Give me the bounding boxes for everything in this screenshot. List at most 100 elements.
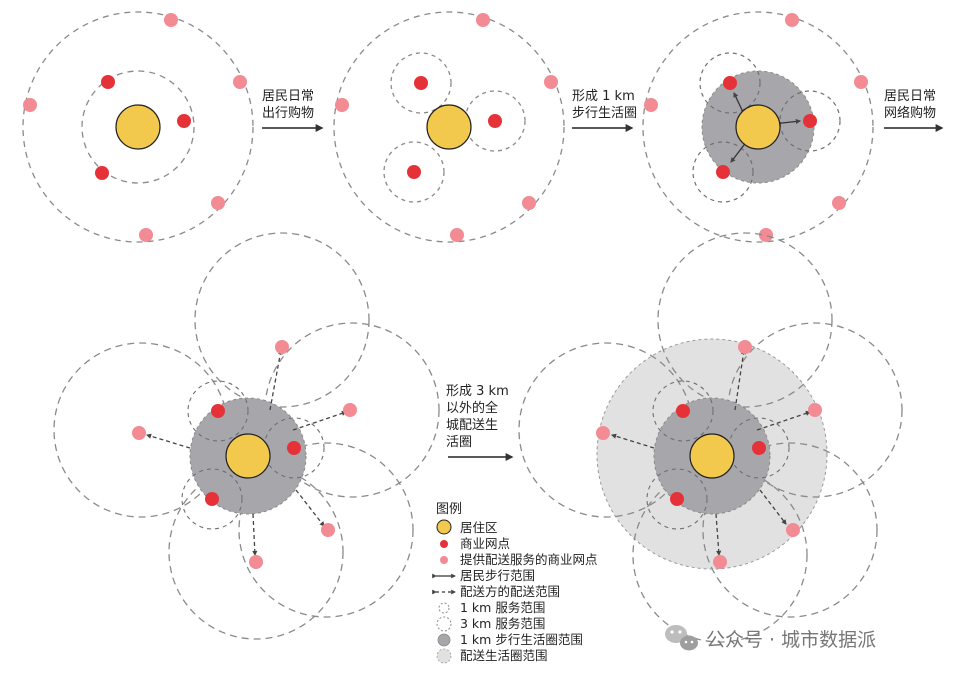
legend-label-walk-circle: 1 km 步行生活圈范围 bbox=[460, 632, 583, 647]
delivery-commercial-point bbox=[343, 403, 357, 417]
watermark: 公众号 · 城市数据派 bbox=[665, 625, 876, 651]
wechat-icon bbox=[665, 625, 698, 651]
step-label-3-line-1: 居民日常 bbox=[884, 89, 936, 104]
delivery-commercial-point bbox=[321, 523, 335, 537]
delivery-commercial-point bbox=[476, 13, 490, 27]
residential-area bbox=[735, 104, 781, 150]
delivery-commercial-point bbox=[785, 13, 799, 27]
residential-area bbox=[225, 433, 271, 479]
legend-label-delivery-range: 配送方的配送范围 bbox=[460, 584, 560, 599]
1km-service-ring bbox=[699, 52, 761, 114]
1km-service-ring bbox=[652, 380, 714, 442]
step-arrow-4: 形成 3 km 以外的全 城配送生 活圈 bbox=[446, 384, 514, 461]
delivery-commercial-point bbox=[759, 228, 773, 242]
step-label-1-line-1: 居民日常 bbox=[262, 89, 314, 104]
delivery-range-arrow bbox=[756, 410, 811, 431]
delivery-commercial-point bbox=[596, 426, 610, 440]
panel-5-citywide-delivery bbox=[518, 232, 903, 643]
legend-label-delivery-commercial: 提供配送服务的商业网点 bbox=[460, 552, 598, 567]
commercial-point bbox=[716, 165, 730, 179]
delivery-commercial-point bbox=[275, 340, 289, 354]
step-label-2-line-2: 步行生活圈 bbox=[572, 106, 637, 121]
delivery-range-arrow bbox=[734, 348, 746, 411]
legend-swatch-3km-service bbox=[436, 616, 452, 632]
1km-service-ring bbox=[390, 52, 452, 114]
step-label-2-line-1: 形成 1 km bbox=[572, 89, 635, 104]
legend-swatch-residential bbox=[436, 519, 452, 535]
1km-service-ring bbox=[263, 417, 325, 479]
legend-label-delivery-circle: 配送生活圈范围 bbox=[460, 648, 548, 663]
commercial-point bbox=[670, 492, 684, 506]
delivery-commercial-point bbox=[132, 426, 146, 440]
delivery-commercial-point bbox=[738, 340, 752, 354]
delivery-commercial-point bbox=[233, 75, 247, 89]
walking-range-arrow bbox=[733, 92, 747, 115]
3km-service-ring bbox=[264, 322, 440, 498]
1km-service-ring bbox=[187, 380, 249, 442]
panel-2-walking-circle-forming bbox=[333, 11, 565, 243]
delivery-commercial-point bbox=[713, 555, 727, 569]
commercial-point bbox=[414, 76, 428, 90]
delivery-range-arrow bbox=[295, 489, 325, 527]
panel-1-daily-shopping bbox=[22, 11, 254, 243]
delivery-commercial-point bbox=[786, 523, 800, 537]
commercial-point bbox=[287, 441, 301, 455]
legend-swatch-1km-service bbox=[438, 602, 450, 614]
walking-range-arrow bbox=[777, 118, 802, 127]
delivery-range-arrow bbox=[611, 433, 655, 449]
legend-label-residential: 居住区 bbox=[460, 520, 498, 535]
delivery-commercial-point bbox=[249, 555, 263, 569]
1km-service-ring bbox=[81, 70, 195, 184]
delivery-range-arrow bbox=[146, 433, 191, 449]
1km-service-ring bbox=[464, 90, 526, 152]
step-label-4-line-1: 形成 3 km bbox=[446, 384, 509, 399]
step-label-1-line-2: 出行购物 bbox=[262, 105, 314, 121]
delivery-commercial-point bbox=[854, 75, 868, 89]
delivery-commercial-point bbox=[522, 196, 536, 210]
1km-service-ring bbox=[779, 90, 841, 152]
1km-service-ring bbox=[646, 468, 708, 530]
delivery-range-arrow bbox=[759, 489, 787, 525]
commercial-point bbox=[205, 492, 219, 506]
3km-service-ring bbox=[333, 11, 565, 243]
commercial-point bbox=[177, 114, 191, 128]
commercial-point bbox=[488, 114, 502, 128]
delivery-commercial-point bbox=[544, 75, 558, 89]
step-label-4-line-4: 活圈 bbox=[446, 435, 472, 450]
commercial-point bbox=[723, 76, 737, 90]
legend-label-walk-range: 居民步行范围 bbox=[460, 568, 535, 583]
step-arrow-2: 形成 1 km 步行生活圈 bbox=[572, 89, 637, 132]
3km-service-ring bbox=[702, 442, 878, 618]
delivery-commercial-point bbox=[832, 196, 846, 210]
commercial-point bbox=[676, 404, 690, 418]
delivery-commercial-point bbox=[211, 196, 225, 210]
legend: 图例 居住区 商业网点 提供配送服务的商业网点 居民步行范围 配送方的配送范围 … bbox=[432, 502, 598, 664]
legend-label-commercial: 商业网点 bbox=[460, 536, 510, 551]
1km-service-ring bbox=[181, 468, 243, 530]
3km-service-ring bbox=[238, 442, 414, 618]
3km-service-ring bbox=[194, 232, 370, 408]
3km-service-ring bbox=[657, 232, 833, 408]
legend-label-3km-service: 3 km 服务范围 bbox=[460, 616, 545, 631]
delivery-commercial-point bbox=[164, 13, 178, 27]
commercial-point bbox=[752, 441, 766, 455]
delivery-commercial-point bbox=[335, 98, 349, 112]
delivery-range-arrow bbox=[292, 410, 347, 431]
commercial-point bbox=[211, 404, 225, 418]
delivery-range-arrow bbox=[252, 513, 258, 557]
commercial-point bbox=[803, 114, 817, 128]
step-label-4-line-3: 城配送生 bbox=[446, 418, 498, 433]
delivery-commercial-point bbox=[808, 403, 822, 417]
panel-4-online-shopping bbox=[53, 232, 440, 640]
walking-range-arrow bbox=[730, 140, 749, 163]
delivery-range-arrow bbox=[269, 348, 283, 411]
step-label-3-line-2: 网络购物 bbox=[884, 105, 936, 121]
watermark-text: 公众号 · 城市数据派 bbox=[706, 629, 876, 651]
commercial-point bbox=[407, 165, 421, 179]
residential-area bbox=[689, 433, 735, 479]
3km-service-ring bbox=[22, 11, 254, 243]
commercial-point bbox=[101, 75, 115, 89]
1km-service-ring bbox=[728, 417, 790, 479]
delivery-commercial-point bbox=[23, 98, 37, 112]
1km-service-ring bbox=[692, 141, 754, 203]
